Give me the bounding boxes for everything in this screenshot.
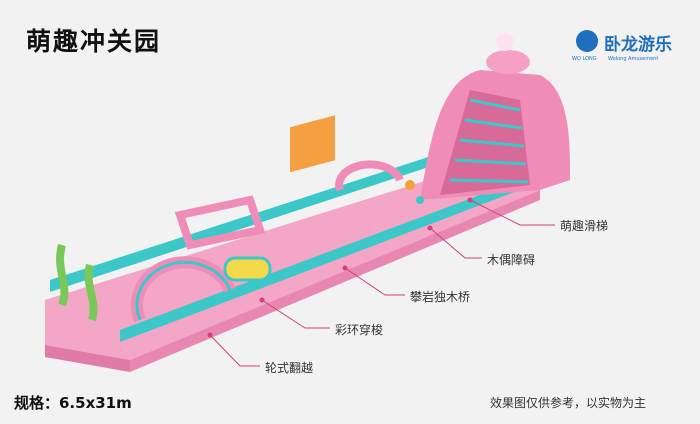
- callout-line-ring: [261, 299, 330, 329]
- callout-climb: 攀岩独木桥: [410, 290, 471, 304]
- callout-line-slide: [469, 199, 555, 226]
- brand-logo: 卧龙游乐 WO LONG Wolong Amusement: [572, 26, 682, 66]
- car-topper: [486, 50, 530, 74]
- page-title: 萌趣冲关园: [26, 27, 162, 56]
- entrance-plant: [56, 243, 69, 307]
- disclaimer-text: 效果图仅供参考，以实物为主: [490, 396, 647, 410]
- climbing-wall: [290, 115, 335, 173]
- spec-text: 规格：6.5x31m: [14, 394, 132, 412]
- side-wall-left: [50, 150, 450, 292]
- dragon-logo-icon: [576, 30, 598, 52]
- callout-ring: 彩环穿梭: [335, 323, 384, 337]
- callout-puppet: 木偶障碍: [487, 253, 536, 267]
- callout-line-climb: [344, 267, 405, 296]
- callout-slide: 萌趣滑梯: [560, 219, 609, 233]
- arch-frame: [174, 195, 266, 250]
- course-base-front: [130, 190, 540, 372]
- callout-line-puppet: [429, 227, 482, 259]
- course-base-side: [45, 345, 130, 372]
- callout-wheel: 轮式翻越: [265, 361, 314, 375]
- side-wall-right: [120, 180, 520, 342]
- color-tube: [223, 256, 272, 282]
- callout-line-wheel: [209, 334, 260, 367]
- logo-sub-left: WO LONG: [572, 56, 597, 62]
- logo-name: 卧龙游乐: [604, 35, 672, 55]
- logo-sub-right: Wolong Amusement: [608, 56, 659, 62]
- puppet-frame: [335, 160, 404, 192]
